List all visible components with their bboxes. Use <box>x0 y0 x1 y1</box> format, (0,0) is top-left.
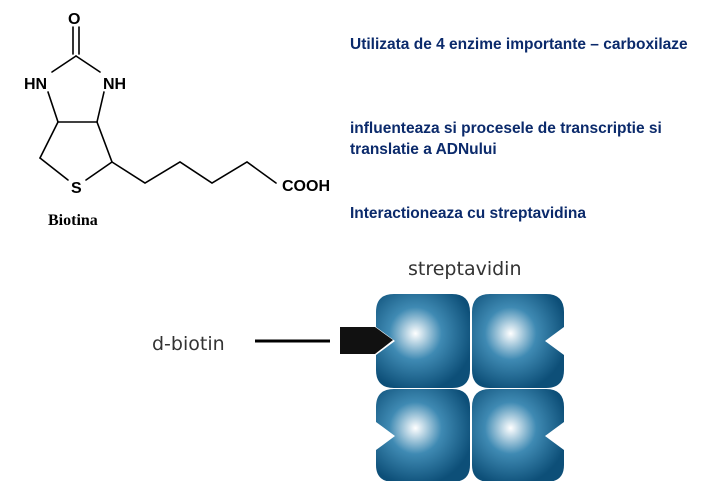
fact-transcription: influenteaza si procesele de transcripti… <box>350 120 662 158</box>
nh-left-atom: HN <box>24 76 47 93</box>
fact-streptavidin: Interactioneaza cu streptavidina <box>350 205 587 222</box>
fact-carboxylases: Utilizata de 4 enzime importante – carbo… <box>350 36 688 53</box>
streptavidin-label: streptavidin <box>408 258 522 280</box>
bond-s-ch <box>85 161 113 181</box>
bond-c-nh-right <box>75 55 101 73</box>
bond-ch-ring <box>96 121 113 163</box>
biotin-arrow-icon <box>340 327 393 354</box>
bond-nh-right-ring <box>96 91 105 123</box>
streptavidin-subunit-top-left <box>376 294 470 388</box>
biotin-structure: O HN NH S COOH <box>24 11 330 197</box>
streptavidin-subunit-bottom-left <box>376 389 470 481</box>
bond-c-nh-left <box>51 55 77 73</box>
bond-nh-left-ring <box>47 91 59 123</box>
bond-ring-ch2 <box>39 121 59 159</box>
bond-ch2-s <box>39 157 69 181</box>
oxygen-atom: O <box>68 11 80 28</box>
d-biotin-label: d-biotin <box>152 333 225 355</box>
carboxyl-group: COOH <box>282 178 330 195</box>
sulfur-atom: S <box>71 180 82 197</box>
streptavidin-subunit-top-right <box>472 294 564 388</box>
nh-right-atom: NH <box>103 76 126 93</box>
side-chain <box>111 161 277 184</box>
molecule-caption: Biotina <box>48 212 98 229</box>
streptavidin-subunit-bottom-right <box>472 389 564 481</box>
